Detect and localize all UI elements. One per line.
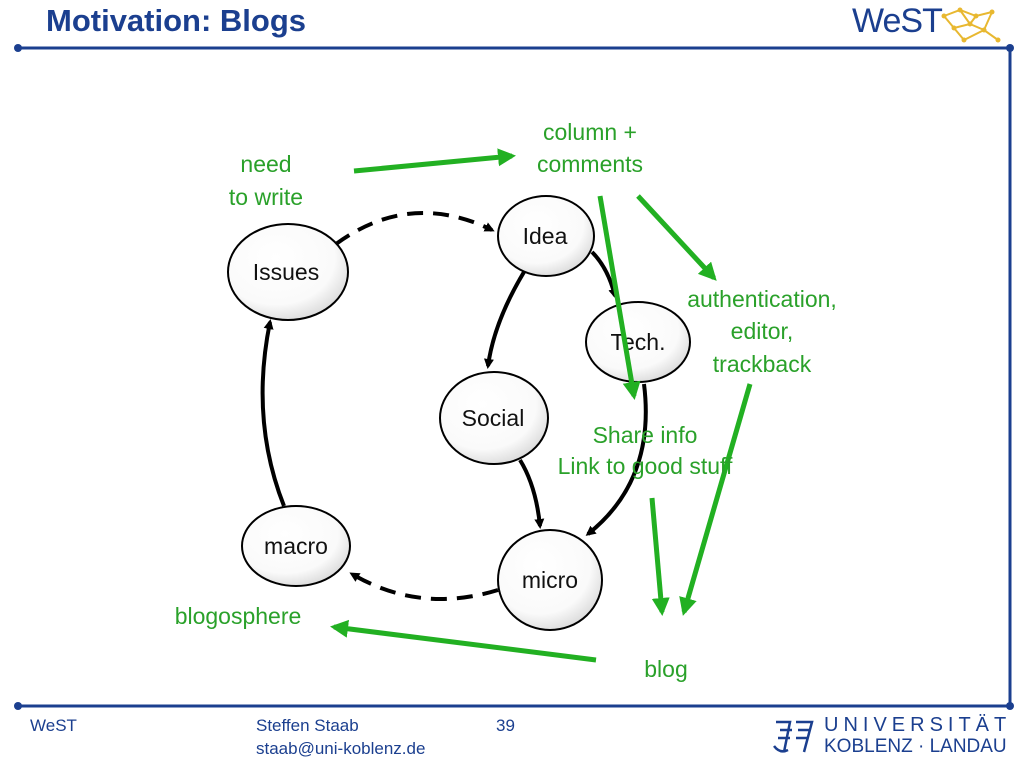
node-issues: Issues — [227, 223, 349, 321]
annotation-auth-line1: authentication, — [687, 286, 837, 312]
node-issues-label: Issues — [253, 259, 319, 285]
university-emblem-icon — [773, 720, 814, 753]
footer-page-number: 39 — [496, 716, 515, 735]
edge-macro-issues — [260, 319, 286, 507]
annotation-authentication: authentication, editor, trackback — [687, 286, 837, 377]
footer-west: WeST — [30, 716, 77, 735]
west-logo-text: WeST — [852, 2, 943, 40]
green-arrow-share-to-blog — [649, 497, 670, 616]
node-tech-label: Tech. — [611, 329, 666, 355]
node-tech: Tech. — [585, 301, 691, 383]
green-arrow-blog-to-blogosphere — [330, 619, 597, 663]
annotation-column-line2: comments — [537, 151, 643, 177]
green-arrow-auth-to-blog — [679, 383, 753, 616]
node-social: Social — [439, 371, 549, 465]
node-macro: macro — [241, 505, 351, 587]
footer-author: Steffen Staab — [256, 716, 359, 735]
edge-issues-idea — [334, 210, 495, 246]
annotation-need-line2: to write — [229, 184, 303, 210]
green-arrow-column-to-share — [597, 195, 641, 400]
node-idea-label: Idea — [523, 223, 568, 249]
annotation-share-info: Share info Link to good stuff — [558, 422, 733, 479]
annotation-auth-line2: editor, — [731, 318, 794, 344]
slide-title: Motivation: Blogs — [46, 3, 307, 38]
node-macro-label: macro — [264, 533, 328, 559]
university-name-line2: KOBLENZ · LANDAU — [824, 736, 1007, 757]
edge-tech-micro — [585, 383, 648, 536]
university-logo: UNIVERSITÄT KOBLENZ · LANDAU — [770, 714, 1007, 760]
edge-social-micro — [518, 458, 545, 529]
annotation-need-line1: need — [240, 151, 291, 177]
annotation-need-to-write: need to write — [229, 151, 303, 210]
header-rule — [14, 44, 1014, 52]
annotation-column-comments: column + comments — [537, 119, 643, 177]
footer-rule — [14, 702, 1014, 710]
node-micro: micro — [497, 529, 603, 631]
node-micro-label: micro — [522, 567, 578, 593]
annotation-share-line1: Share info — [593, 422, 698, 448]
green-arrow-column-to-auth — [636, 194, 717, 281]
node-social-label: Social — [462, 405, 525, 431]
node-idea: Idea — [497, 195, 595, 277]
west-logo-network-icon — [941, 7, 1001, 43]
edge-micro-macro — [349, 572, 499, 601]
annotation-share-line2: Link to good stuff — [558, 453, 733, 479]
university-name-line1: UNIVERSITÄT — [824, 714, 1012, 736]
green-arrow-need-to-column — [353, 148, 516, 174]
annotation-blogosphere: blogosphere — [175, 603, 302, 629]
west-logo: WeST — [852, 2, 1002, 48]
annotation-auth-line3: trackback — [713, 351, 812, 377]
edge-idea-social — [483, 270, 526, 369]
annotation-blog: blog — [644, 656, 687, 682]
annotation-column-line1: column + — [543, 119, 637, 145]
footer-email: staab@uni-koblenz.de — [256, 739, 426, 758]
